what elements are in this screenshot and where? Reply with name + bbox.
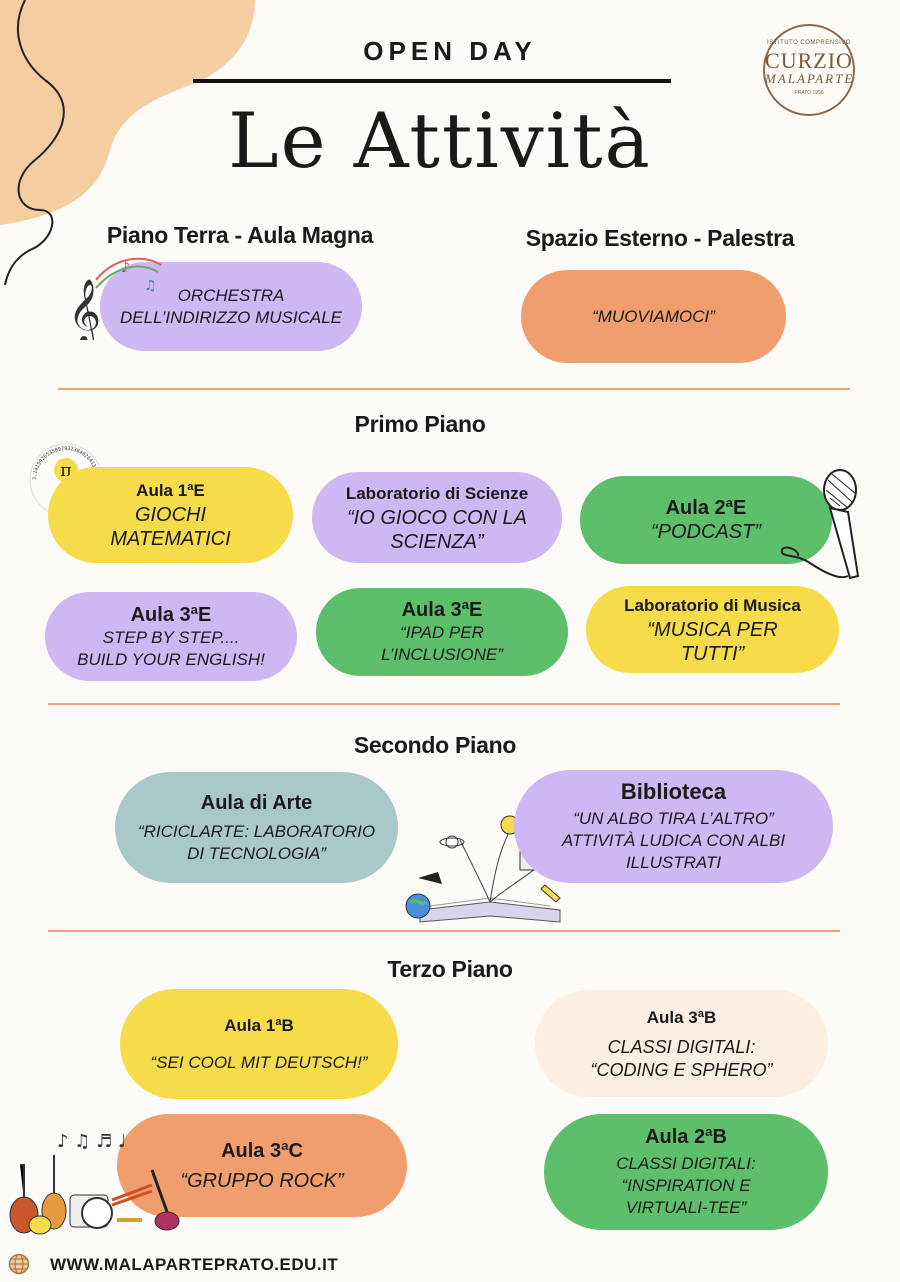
activity-english-line2: BUILD YOUR ENGLISH! [77,649,265,669]
open-day-label: OPEN DAY [363,36,537,66]
activity-biblioteca: Biblioteca “UN ALBO TIRA L’ALTRO” ATTIVI… [514,770,833,883]
activity-rock-line1: “GRUPPO ROCK” [180,1169,344,1192]
activity-ipad-title: Aula 3ªE [401,599,483,621]
activity-virtuali-title: Aula 2ªB [645,1126,727,1148]
activity-musica: Laboratorio di Musica “MUSICA PER TUTTI” [586,586,839,673]
school-logo: ISTITUTO COMPRENSIVO CURZIO MALAPARTE PR… [763,24,855,116]
activity-giochi-line2: MATEMATICI [110,528,231,550]
activity-biblioteca-line3: ILLUSTRATI [625,852,722,872]
activity-deutsch-title: Aula 1ªB [224,1016,294,1035]
activity-biblioteca-title: Biblioteca [620,778,727,804]
activity-ipad-line2: L’INCLUSIONE” [381,645,503,664]
activity-virtuali-line1: CLASSI DIGITALI: [616,1154,756,1173]
activity-virtuali-line2: “INSPIRATION E [621,1176,751,1195]
activity-english: Aula 3ªE STEP BY STEP.... BUILD YOUR ENG… [45,592,297,681]
microphone-icon [780,469,860,580]
activity-scienze: Laboratorio di Scienze “IO GIOCO CON LA … [312,472,562,563]
activity-coding-line2: “CODING E SPHERO” [590,1059,773,1080]
activity-muoviamoci: “MUOVIAMOCI” [521,270,786,363]
logo-line-3: MALAPARTE [765,71,855,86]
page-title: Le Attività [228,96,652,185]
globe-icon [8,1253,30,1275]
activity-musica-line1: “MUSICA PER [647,618,778,641]
activity-musica-title: Laboratorio di Musica [624,595,801,615]
section-divider [48,703,840,705]
activity-scienze-line2: SCIENZA” [390,530,484,553]
activity-deutsch: Aula 1ªB “SEI COOL MIT DEUTSCH!” [120,989,398,1099]
activity-deutsch-line1: “SEI COOL MIT DEUTSCH!” [150,1053,368,1072]
activity-coding-title: Aula 3ªB [646,1007,717,1027]
section-heading-third: Terzo Piano [387,956,513,982]
activity-biblioteca-line1: “UN ALBO TIRA L’ALTRO” [573,808,774,828]
activity-english-title: Aula 3ªE [130,603,212,626]
activity-scienze-line1: “IO GIOCO CON LA [346,506,528,529]
section-heading-second: Secondo Piano [353,732,517,758]
logo-line-1: ISTITUTO COMPRENSIVO [767,40,851,46]
blob-decoration [0,0,255,286]
music-notes: ♪ ♫ ♬ ♩ [57,1131,126,1152]
activity-podcast-title: Aula 2ªE [665,497,747,519]
activity-coding-line1: CLASSI DIGITALI: [607,1036,756,1057]
activity-ipad: Aula 3ªE “IPAD PER L’INCLUSIONE” [316,588,568,676]
section-divider [58,388,850,390]
activity-english-line1: STEP BY STEP.... [102,627,240,647]
activity-virtuali: Aula 2ªB CLASSI DIGITALI: “INSPIRATION E… [544,1114,828,1230]
activity-arte-line2: DI TECNOLOGIA” [187,843,326,863]
treble-clef-icon: 𝄞 ♪ ♫ [68,257,162,340]
activity-arte: Aula di Arte “RICICLARTE: LABORATORIO DI… [115,772,398,883]
activity-virtuali-line3: VIRTUALI-TEE” [625,1198,747,1217]
section-divider [48,930,840,932]
activity-podcast-line1: “PODCAST” [651,521,761,543]
activity-scienze-title: Laboratorio di Scienze [345,483,529,503]
activity-arte-title: Aula di Arte [200,791,313,814]
activity-giochi-line1: GIOCHI [134,504,207,526]
section-heading-outdoor: Spazio Esterno - Palestra [525,225,795,251]
activity-arte-line1: “RICICLARTE: LABORATORIO [137,821,376,841]
activity-giochi-title: Aula 1ªE [136,481,205,500]
title-divider [193,79,671,83]
section-heading-first: Primo Piano [354,411,486,437]
section-heading-ground: Piano Terra - Aula Magna [106,222,374,248]
svg-text:𝄞: 𝄞 [68,279,101,340]
activity-orchestra-line1: ORCHESTRA [177,285,285,305]
activity-orchestra: ORCHESTRA DELL’INDIRIZZO MUSICALE [100,262,362,351]
activity-orchestra-line2: DELL’INDIRIZZO MUSICALE [120,307,342,327]
activity-rock-title: Aula 3ªC [221,1139,303,1162]
logo-line-2: CURZIO [765,48,853,73]
activity-podcast: Aula 2ªE “PODCAST” [580,476,832,564]
activity-muoviamoci-line1: “MUOVIAMOCI” [592,306,715,326]
activity-rock: Aula 3ªC “GRUPPO ROCK” [117,1114,407,1217]
activity-ipad-line1: “IPAD PER [400,623,484,642]
activity-musica-line2: TUTTI” [680,642,745,665]
logo-line-4: PRATO 1956 [794,90,824,96]
instruments-icon: ♪ ♫ ♬ ♩ [9,1131,180,1235]
activity-biblioteca-line2: ATTIVITÀ LUDICA CON ALBI [561,830,786,850]
svg-text:♫: ♫ [144,278,157,294]
activity-giochi: Aula 1ªE GIOCHI MATEMATICI [48,467,293,563]
activity-coding: Aula 3ªB CLASSI DIGITALI: “CODING E SPHE… [535,990,828,1097]
svg-text:♪: ♪ [121,260,130,276]
website-link[interactable]: WWW.MALAPARTEPRATO.EDU.IT [50,1255,339,1274]
